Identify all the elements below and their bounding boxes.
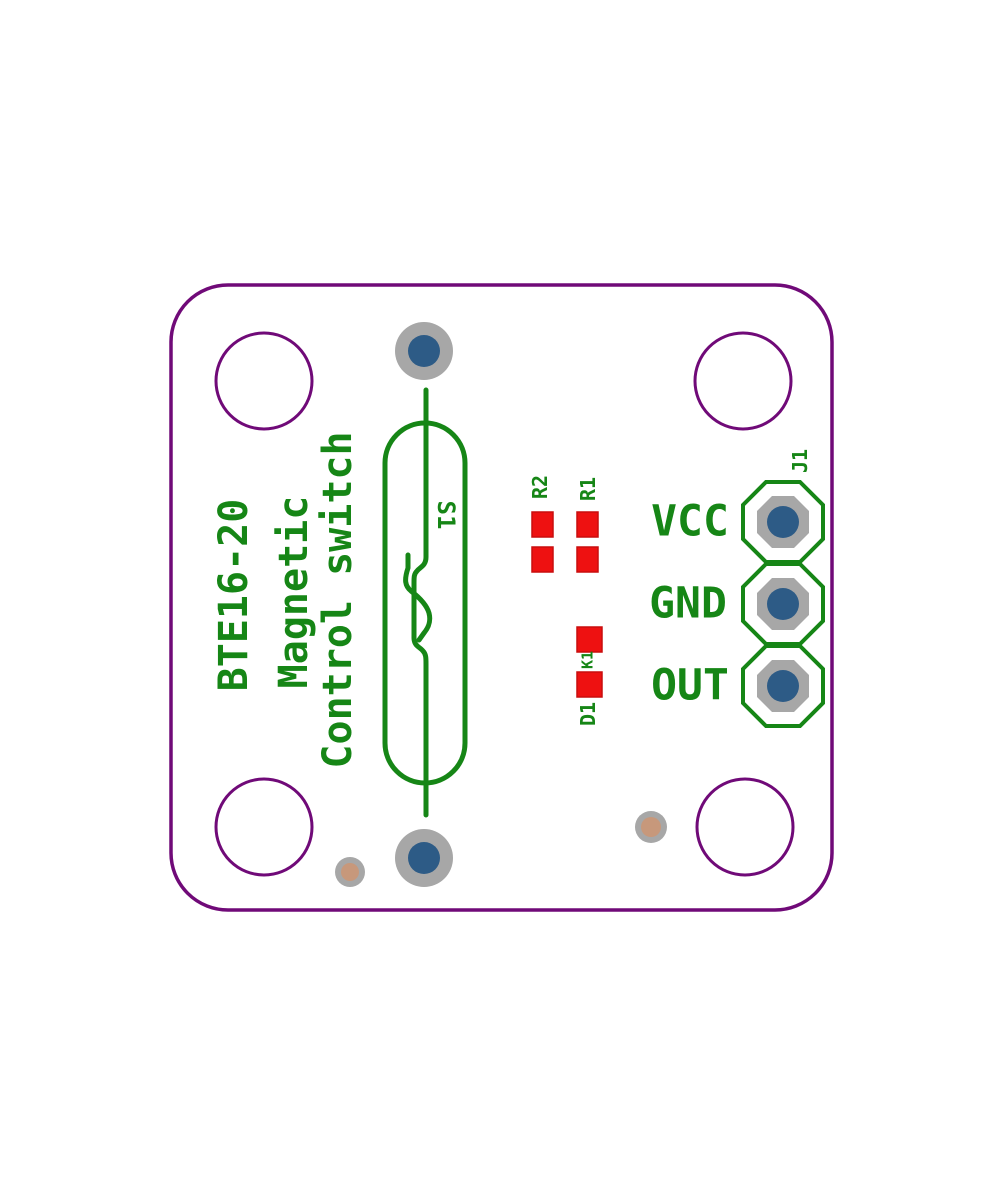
- mounting-hole-top-right: [693, 331, 793, 431]
- pin-label-vcc: VCC: [651, 496, 729, 547]
- diode-d1-pad-anode: [576, 671, 603, 698]
- refdes-j1: J1: [788, 448, 812, 474]
- resistor-r2-pad-2: [531, 546, 554, 573]
- refdes-s1: S1: [432, 500, 460, 530]
- via-pad-bottom-right-hole: [641, 817, 661, 837]
- connector-pin1-hole: [767, 506, 799, 538]
- connector-pin3-outline: [741, 644, 825, 728]
- connector-pin3-hole: [767, 670, 799, 702]
- board-outline: [169, 283, 834, 912]
- diode-d1-pad-cathode: [576, 626, 603, 653]
- reed-switch-body: [382, 420, 468, 786]
- resistor-r1-pad-1: [576, 511, 599, 538]
- refdes-r1: R1: [576, 476, 600, 502]
- resistor-r2-pad-1: [531, 511, 554, 538]
- silkscreen-line-3: Control switch: [315, 431, 361, 769]
- pin-label-out: OUT: [651, 660, 729, 711]
- refdes-d1: D1: [576, 701, 600, 727]
- reed-switch-contact: [403, 552, 433, 643]
- refdes-k1-cathode-mark: K1: [578, 650, 597, 670]
- resistor-r1-pad-2: [576, 546, 599, 573]
- refdes-r2: R2: [528, 474, 552, 500]
- mounting-hole-bottom-right: [695, 777, 795, 877]
- pin-label-gnd: GND: [649, 578, 727, 629]
- via-pad-bottom-left-hole: [341, 863, 359, 881]
- mounting-hole-bottom-left: [214, 777, 314, 877]
- mounting-hole-top-left: [214, 331, 314, 431]
- top-pad-hole: [408, 335, 440, 367]
- connector-pin2-hole: [767, 588, 799, 620]
- reed-switch-lead-line: [411, 387, 429, 818]
- bottom-pad-hole: [408, 842, 440, 874]
- silkscreen-line-2: Magnetic: [271, 495, 317, 689]
- silkscreen-line-1: BTE16-20: [211, 498, 257, 692]
